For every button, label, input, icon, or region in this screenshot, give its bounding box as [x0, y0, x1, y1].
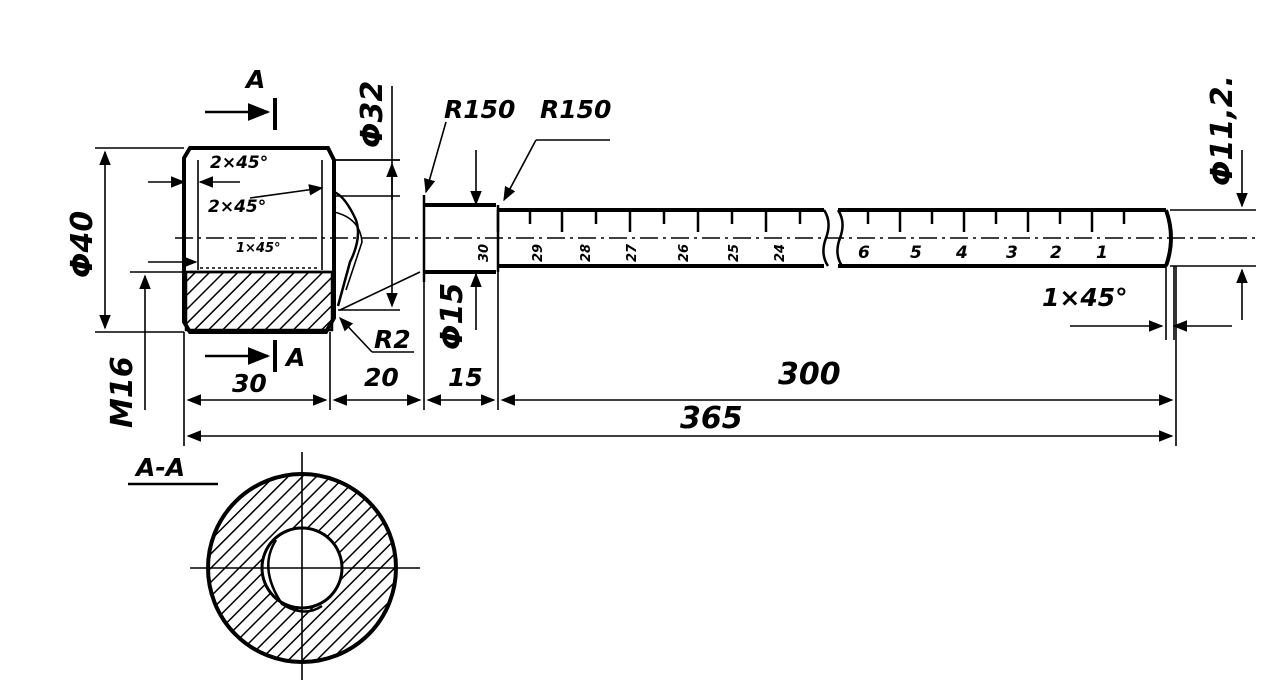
- section-view-a-a: A-A: [128, 452, 420, 680]
- dim-dia-32: Φ32: [334, 81, 400, 311]
- dim-radius-150-right: R150: [503, 95, 611, 202]
- scale-mark: 6: [858, 243, 870, 263]
- scale-mark: 5: [910, 243, 922, 263]
- scale-mark: 29: [531, 244, 546, 262]
- chamfer-end-label: 1×45°: [1042, 283, 1128, 312]
- scale-mark: 28: [579, 244, 594, 262]
- len-365-label: 365: [680, 401, 743, 436]
- fillet-label: R2: [374, 325, 411, 354]
- len-20-label: 20: [364, 363, 399, 392]
- dia-11-2-label: Φ11,2.: [1205, 75, 1240, 186]
- head-chamfer-labels: 2×45° 2×45° 1×45°: [148, 153, 324, 268]
- scale-mark: 2: [1050, 243, 1062, 263]
- scale-mark: 26: [677, 244, 692, 262]
- scale-mark: 1: [1096, 243, 1108, 263]
- scale-numbers-left: 30 29 28 27 26 25 24: [477, 243, 788, 262]
- section-title: A-A: [134, 453, 185, 482]
- dim-length-chain: 30 20 15 300 365: [183, 266, 1177, 446]
- dim-dia-11-2: Φ11,2.: [1170, 75, 1256, 320]
- len-30-label: 30: [232, 369, 267, 398]
- section-marker-bottom: A: [205, 340, 305, 372]
- dia-32-label: Φ32: [355, 81, 390, 148]
- chamfer-top-1-label: 2×45°: [210, 153, 268, 173]
- dia-15-label: Φ15: [435, 283, 470, 350]
- section-letter-bottom: A: [284, 343, 305, 372]
- dim-dia-40: Φ40: [65, 147, 184, 333]
- len-300-label: 300: [778, 357, 841, 392]
- scale-ticks: [496, 210, 1126, 232]
- dim-thread-m16: M16: [105, 271, 186, 428]
- scale-mark: 24: [773, 244, 788, 262]
- shaft-body: [422, 195, 1173, 282]
- head-body: [182, 146, 421, 334]
- section-letter-top: A: [244, 65, 265, 94]
- radius-right-label: R150: [540, 95, 611, 124]
- scale-mark: 30: [477, 244, 492, 262]
- radius-left-label: R150: [444, 95, 515, 124]
- scale-mark: 4: [955, 243, 968, 263]
- dim-dia-15: Φ15: [435, 150, 482, 350]
- scale-mark: 3: [1006, 243, 1018, 263]
- scale-mark: 27: [625, 243, 640, 262]
- dim-chamfer-end: 1×45°: [1042, 266, 1232, 340]
- head-hatch: [184, 270, 334, 332]
- chamfer-top-2-label: 2×45°: [208, 197, 266, 217]
- dim-fillet-r2: R2: [339, 316, 414, 354]
- scale-mark: 25: [727, 244, 742, 262]
- scale-numbers-right: 6 5 4 3 2 1: [858, 243, 1108, 263]
- dim-radius-150-left: R150: [424, 95, 515, 194]
- chamfer-inner-label: 1×45°: [236, 241, 281, 256]
- thread-label: M16: [105, 356, 140, 428]
- section-marker-top: A: [205, 65, 277, 130]
- dia-40-label: Φ40: [65, 211, 100, 278]
- len-15-label: 15: [448, 363, 483, 392]
